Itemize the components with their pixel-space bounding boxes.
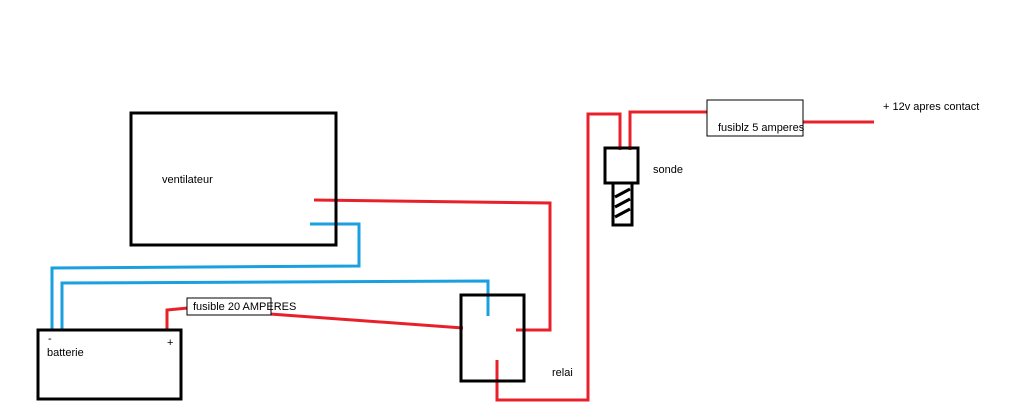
ground-wire-fan-to-battery: [50, 222, 361, 330]
sensor-label: sonde: [653, 164, 683, 176]
fuse-to-relay-wire: [269, 312, 464, 330]
battery-plus-to-fuse-wire: [165, 306, 189, 330]
fuse-20a-label: fusible 20 AMPERES: [193, 301, 296, 313]
positive-wires: [165, 110, 874, 402]
sensor-to-fuse-5a-wire: [628, 110, 708, 150]
sensor-thread-mark: [614, 197, 631, 209]
fuse-5a-label: fusiblz 5 amperes: [718, 122, 805, 134]
fan-to-relay-wire: [313, 198, 552, 332]
ignition-supply-label: + 12v apres contact: [883, 101, 979, 113]
battery-box: [36, 328, 183, 401]
relay-label: relai: [552, 367, 573, 379]
relay-to-sensor-loop-wire: [495, 112, 622, 402]
sensor-head: [603, 146, 640, 185]
sensor-unit: sonde: [603, 146, 683, 227]
fuse-5a: fusiblz 5 amperes: [706, 99, 805, 137]
fuse-20a-box: [186, 297, 272, 316]
battery-unit: - + batterie: [36, 328, 183, 401]
fan-unit: ventilateur: [129, 111, 338, 247]
relay-unit: relai: [459, 293, 573, 383]
ground-wires: [50, 222, 490, 330]
battery-plus-terminal: +: [167, 337, 173, 349]
battery-minus-terminal: -: [48, 333, 52, 345]
fan-box: [129, 111, 338, 247]
sensor-body: [611, 181, 634, 227]
sensor-thread-mark: [614, 187, 631, 199]
battery-label: batterie: [47, 347, 84, 359]
fuse-20a: fusible 20 AMPERES: [186, 297, 296, 316]
relay-box: [459, 293, 526, 383]
fan-label: ventilateur: [162, 174, 213, 186]
fuse-5a-box: [706, 99, 804, 137]
ground-wire-battery-to-relay: [60, 279, 490, 330]
sensor-thread-mark: [614, 207, 631, 219]
sensor-thread-marks: [614, 187, 631, 219]
